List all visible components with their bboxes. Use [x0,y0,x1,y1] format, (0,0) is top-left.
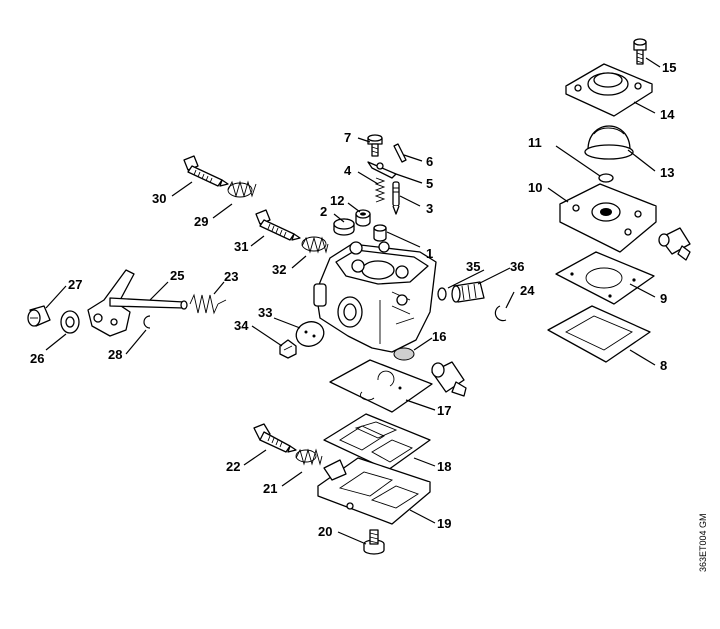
callout-35: 35 [466,259,480,274]
part-5-lever [367,161,397,179]
part-31-adjusting-screw [255,209,301,241]
callout-16: 16 [432,329,446,344]
part-24-clip [494,305,507,322]
part-27-knob [27,305,51,327]
callout-27: 27 [68,277,82,292]
callout-33: 33 [258,305,272,320]
leader-lines [45,57,661,545]
part-35-oring [437,287,447,301]
callout-7: 7 [344,130,351,145]
part-fuel-elbow-lower [431,361,467,397]
callout-9: 9 [660,291,667,306]
part-12-bushing [355,209,371,227]
part-17-diaphragm [329,359,433,413]
part-14-pump-cover [565,63,653,117]
callout-1: 1 [426,246,433,261]
callout-5: 5 [426,176,433,191]
part-2-cap [333,218,355,236]
callout-14: 14 [660,107,675,122]
part-9-pump-diaphragm [555,251,655,305]
callout-24: 24 [520,283,535,298]
callout-21: 21 [263,481,277,496]
part-13-primer-bulb [584,125,634,160]
part-25-throttle-shaft [87,269,188,337]
callout-20: 20 [318,524,332,539]
callout-36: 36 [510,259,524,274]
callout-6: 6 [426,154,433,169]
callout-25: 25 [170,268,184,283]
part-carburetor-body [313,241,437,353]
part-3-needle [392,181,400,215]
callout-8: 8 [660,358,667,373]
callout-31: 31 [234,239,248,254]
part-21-spring [295,448,323,466]
part-16-screen [393,347,415,361]
part-33-shutter-disc [295,321,325,347]
part-10-pump-body [559,183,691,261]
callout-26: 26 [30,351,44,366]
callout-13: 13 [660,165,674,180]
part-18-gasket [323,413,431,471]
part-22-adjusting-screw [253,423,297,453]
callout-22: 22 [226,459,240,474]
part-29-spring [227,180,257,198]
callout-2: 2 [320,204,327,219]
part-32-spring [301,236,329,254]
callout-labels: 1 2 3 4 5 6 7 8 9 10 11 12 13 14 15 16 1… [30,60,676,539]
part-30-adjusting-screw [183,155,229,187]
callout-23: 23 [224,269,238,284]
reference-code: 363ET004 GM [698,513,708,572]
callout-15: 15 [662,60,676,75]
part-20-screw [363,529,385,555]
part-19-metering-cover [317,457,431,525]
part-7-screw [367,134,383,157]
part-28-clip [143,315,151,329]
part-11-valve [598,173,614,183]
part-1-pin [373,224,387,242]
callout-12: 12 [330,193,344,208]
callout-10: 10 [528,180,542,195]
callout-32: 32 [272,262,286,277]
callout-11: 11 [528,135,542,150]
part-34-screw [279,339,297,359]
callout-19: 19 [437,516,451,531]
part-26-washer [60,310,80,334]
part-36-filter [451,281,485,303]
part-8-gasket [547,305,651,363]
callout-18: 18 [437,459,451,474]
callout-34: 34 [234,318,249,333]
part-4-spring [374,177,386,203]
callout-30: 30 [152,191,166,206]
part-15-screw [633,38,647,65]
part-23-spring [189,293,227,315]
callout-3: 3 [426,201,433,216]
callout-17: 17 [437,403,451,418]
callout-28: 28 [108,347,122,362]
part-6-pin [393,143,407,163]
callout-29: 29 [194,214,208,229]
callout-4: 4 [344,163,352,178]
